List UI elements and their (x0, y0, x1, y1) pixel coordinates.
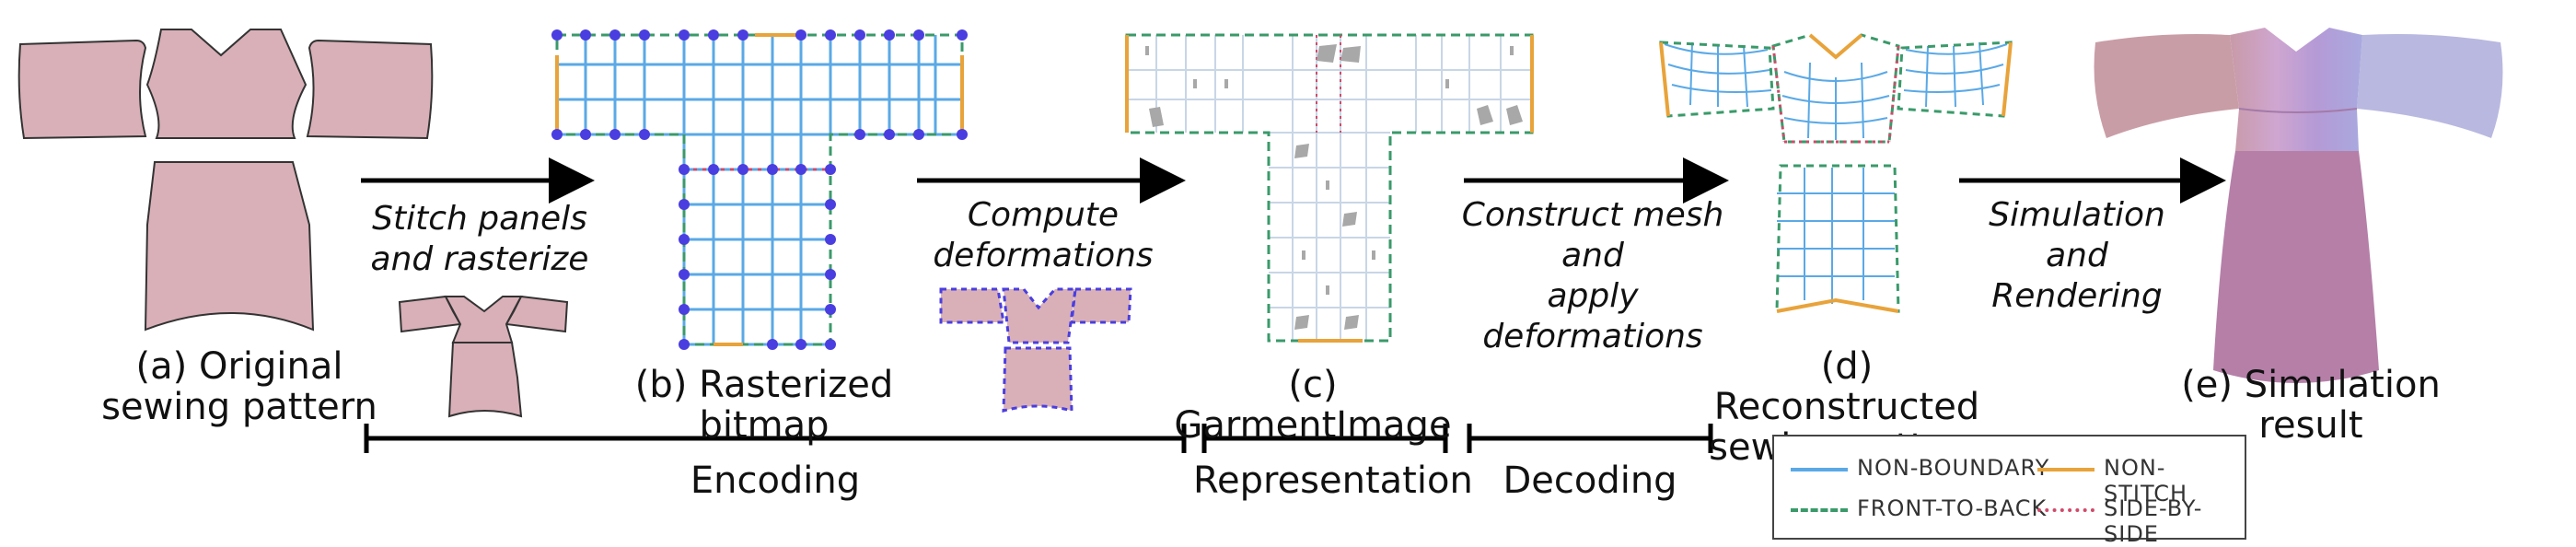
left-sleeve-panel (17, 39, 147, 140)
bitmap-vertices (551, 29, 968, 350)
step-construct-mesh: Construct mesh and apply deformations (1461, 196, 1724, 355)
deformation-thumbnail (939, 287, 1132, 413)
legend: NON-BOUNDARY NON-STITCH FRONT-TO-BACK SI… (1772, 435, 2246, 547)
step-compute-deformations: Compute deformations (933, 196, 1154, 274)
legend-swatch-non-boundary (1791, 468, 1848, 471)
original-pattern (17, 29, 434, 332)
legend-swatch-side-by-side (2037, 508, 2094, 512)
section-decoding: Decoding (1503, 460, 1677, 502)
skirt-panel (144, 161, 315, 332)
legend-swatch-front-to-back (1791, 508, 1848, 512)
section-brackets (364, 424, 1713, 453)
legend-label-non-stitch: NON-STITCH (2104, 455, 2188, 506)
legend-swatch-non-stitch (2037, 468, 2094, 471)
bitmap-outline-front-to-back (555, 33, 964, 346)
step-stitch-rasterize: Stitch panels and rasterize (370, 200, 589, 278)
legend-label-side-by-side: SIDE-BY-SIDE (2104, 495, 2203, 547)
left-sleeve (2094, 34, 2239, 138)
reconstructed-pattern (1659, 33, 2013, 313)
step-simulation-rendering: Simulation and Rendering (1989, 196, 2165, 315)
label-rasterized-bitmap: (b) Rasterized bitmap (634, 364, 894, 447)
deformation-glyphs (1145, 44, 1523, 330)
stitched-pattern-thumbnail (398, 295, 569, 418)
label-simulation-result: (e) Simulation result (2181, 364, 2441, 447)
simulation-dress (2094, 28, 2503, 383)
label-original-pattern: (a) Original sewing pattern (101, 345, 377, 428)
bodice (2230, 28, 2362, 151)
rasterized-bitmap (551, 29, 968, 350)
skirt (2213, 151, 2379, 383)
right-sleeve (2357, 34, 2503, 138)
right-sleeve-panel (306, 39, 434, 140)
section-encoding: Encoding (690, 460, 861, 502)
legend-label-non-boundary: NON-BOUNDARY (1857, 455, 2050, 481)
bodice-panel (145, 29, 307, 139)
legend-label-front-to-back: FRONT-TO-BACK (1857, 495, 2048, 521)
label-garment-image: (c) GarmentImage (1174, 364, 1452, 447)
garment-image (1125, 33, 1534, 343)
bitmap-non-stitch (555, 33, 964, 346)
section-representation: Representation (1193, 460, 1473, 502)
